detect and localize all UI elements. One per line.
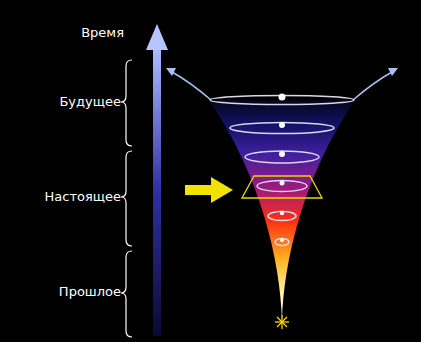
galaxies <box>279 94 286 243</box>
present-pointer <box>185 185 213 195</box>
universe-slices <box>210 96 354 246</box>
era-label: Прошлое <box>59 284 121 300</box>
era-label: Будущее <box>59 94 121 110</box>
arrowhead <box>166 68 176 76</box>
arrowhead <box>388 68 398 76</box>
expansion-arrows <box>172 72 392 100</box>
present-frame <box>242 176 322 198</box>
universe-funnel <box>209 100 355 320</box>
era-label: Настоящее <box>45 189 121 205</box>
time-axis <box>153 46 161 336</box>
braces <box>121 60 132 337</box>
present-pointer-head <box>211 177 233 203</box>
big-bang-star <box>275 315 289 329</box>
time-arrowhead <box>146 24 168 50</box>
axis-title: Время <box>81 25 124 41</box>
